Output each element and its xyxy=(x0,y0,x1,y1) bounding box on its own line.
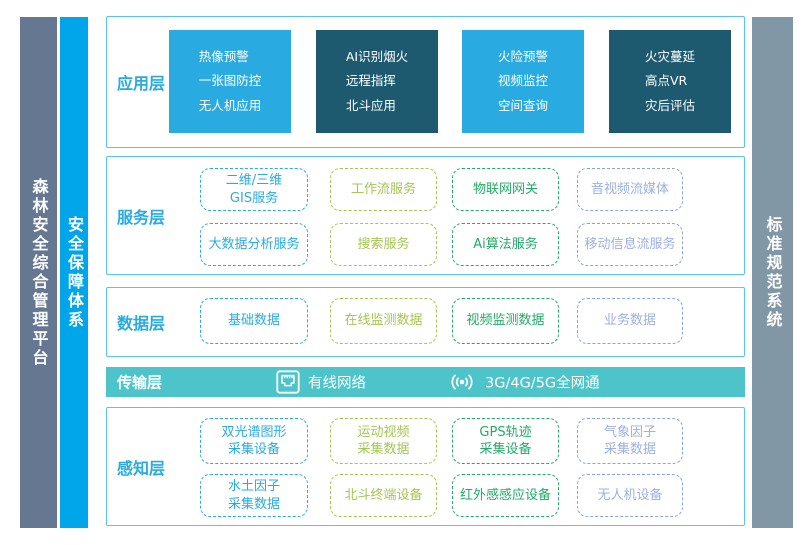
service-box-mobile-info-stream: 移动信息流服务 xyxy=(577,223,683,266)
text-line: 移动信息流服务 xyxy=(584,236,676,252)
wired-network-label: 有线网络 xyxy=(308,375,366,392)
text-line: 采集数据 xyxy=(227,496,280,512)
text-line: 北斗终端设备 xyxy=(344,487,423,503)
text-line: 视频监控 xyxy=(497,73,548,89)
text-line: 采集数据 xyxy=(357,442,410,457)
perception-box-beidou-terminal: 北斗终端设备 xyxy=(330,474,437,517)
wireless-network-label: 3G/4G/5G全网通 xyxy=(485,375,600,392)
perception-box-infrared-sensor: 红外感感应设备 xyxy=(452,474,559,517)
application-layer-label: 应用层 xyxy=(117,74,166,93)
perception-box-motion-video: 运动视频 采集数据 xyxy=(330,418,437,464)
platform-title: 森林安全综合管理平台 xyxy=(29,177,49,368)
text-line: 灾后评估 xyxy=(644,97,695,113)
text-line: 音视频流媒体 xyxy=(590,181,669,197)
ethernet-port-icon xyxy=(276,370,300,394)
text-line: 物联网网关 xyxy=(472,181,538,197)
perception-box-weather-factor: 气象因子 采集数据 xyxy=(577,418,683,464)
service-layer-panel: 服务层 二维/三维 GIS服务 工作流服务 物联网网关 音视频流媒体 大数据分析… xyxy=(106,156,745,275)
app-box-fire-risk-warning: 火险预警 视频监控 空间查询 xyxy=(462,30,584,133)
service-box-bigdata-analysis: 大数据分析服务 xyxy=(200,223,308,266)
platform-title-bar: 森林安全综合管理平台 xyxy=(20,17,57,528)
data-box-video-monitoring: 视频监测数据 xyxy=(452,298,559,344)
text-line: 在线监测数据 xyxy=(344,313,423,329)
text-line: 采集设备 xyxy=(227,442,280,457)
service-box-av-streaming: 音视频流媒体 xyxy=(577,168,683,211)
text-line: 业务数据 xyxy=(603,313,656,329)
text-line: AI识别烟火 xyxy=(345,48,409,64)
perception-layer-label: 感知层 xyxy=(117,458,166,478)
text-line: 运动视频 xyxy=(357,424,410,440)
text-line: 大数据分析服务 xyxy=(208,236,300,252)
text-line: GIS服务 xyxy=(229,190,279,206)
standards-system-label: 标准规范系统 xyxy=(763,215,783,330)
text-line: 火灾蔓延 xyxy=(644,48,695,64)
text-line: 水土因子 xyxy=(227,479,280,495)
text-line: 双光谱图形 xyxy=(221,424,287,440)
text-line: 采集数据 xyxy=(603,442,656,457)
service-layer-label: 服务层 xyxy=(117,207,166,227)
data-layer-panel: 数据层 基础数据 在线监测数据 视频监测数据 业务数据 xyxy=(106,287,745,357)
text-line: 红外感感应设备 xyxy=(459,487,551,503)
text-line: 工作流服务 xyxy=(350,181,416,197)
text-line: Ai算法服务 xyxy=(473,236,538,252)
text-line: 一张图防控 xyxy=(198,73,262,89)
standards-system-bar: 标准规范系统 xyxy=(752,17,793,528)
security-assurance-label: 安全保障体系 xyxy=(65,215,84,330)
text-line: 搜索服务 xyxy=(357,236,410,252)
perception-box-gps-track: GPS轨迹 采集设备 xyxy=(452,418,559,464)
data-box-business: 业务数据 xyxy=(577,298,683,344)
text-line: 基础数据 xyxy=(227,313,280,329)
transport-layer-bar: 传输层 有线网络 3G/4G/5G全网通 xyxy=(106,367,745,397)
perception-layer-panel: 感知层 双光谱图形 采集设备 运动视频 采集数据 GPS轨迹 采集设备 气象因子… xyxy=(106,407,745,526)
data-layer-label: 数据层 xyxy=(117,314,166,333)
app-box-fire-spread: 火灾蔓延 高点VR 灾后评估 xyxy=(609,30,731,133)
transport-layer-label: 传输层 xyxy=(117,373,163,392)
text-line: 空间查询 xyxy=(497,97,548,113)
application-layer-panel: 应用层 热像预警 一张图防控 无人机应用 AI识别烟火 远程指挥 北斗应用 火险… xyxy=(106,16,745,148)
security-assurance-bar: 安全保障体系 xyxy=(60,17,88,528)
text-line: 无人机应用 xyxy=(198,97,262,113)
text-line: 远程指挥 xyxy=(345,73,396,89)
data-box-basic: 基础数据 xyxy=(200,298,308,344)
perception-box-dual-spectrum: 双光谱图形 采集设备 xyxy=(200,418,308,464)
app-box-thermal-warning: 热像预警 一张图防控 无人机应用 xyxy=(169,30,291,133)
perception-box-drone: 无人机设备 xyxy=(577,474,683,517)
text-line: GPS轨迹 xyxy=(479,424,532,440)
service-box-search: 搜索服务 xyxy=(330,223,437,266)
app-box-ai-smoke-recognition: AI识别烟火 远程指挥 北斗应用 xyxy=(316,30,438,133)
text-line: 气象因子 xyxy=(603,424,656,440)
text-line: 热像预警 xyxy=(198,48,249,64)
wireless-signal-icon xyxy=(448,371,476,393)
data-box-online-monitoring: 在线监测数据 xyxy=(330,298,437,344)
text-line: 北斗应用 xyxy=(345,97,396,113)
text-line: 高点VR xyxy=(644,73,688,89)
perception-box-soil-water-factor: 水土因子 采集数据 xyxy=(200,474,308,517)
text-line: 火险预警 xyxy=(497,48,548,64)
text-line: 无人机设备 xyxy=(597,487,663,503)
text-line: 视频监测数据 xyxy=(466,313,545,329)
text-line: 二维/三维 xyxy=(225,173,283,189)
service-box-gis: 二维/三维 GIS服务 xyxy=(200,168,308,211)
service-box-ai-algorithm: Ai算法服务 xyxy=(452,223,559,266)
text-line: 采集设备 xyxy=(479,442,532,457)
service-box-workflow: 工作流服务 xyxy=(330,168,437,211)
service-box-iot-gateway: 物联网网关 xyxy=(452,168,559,211)
